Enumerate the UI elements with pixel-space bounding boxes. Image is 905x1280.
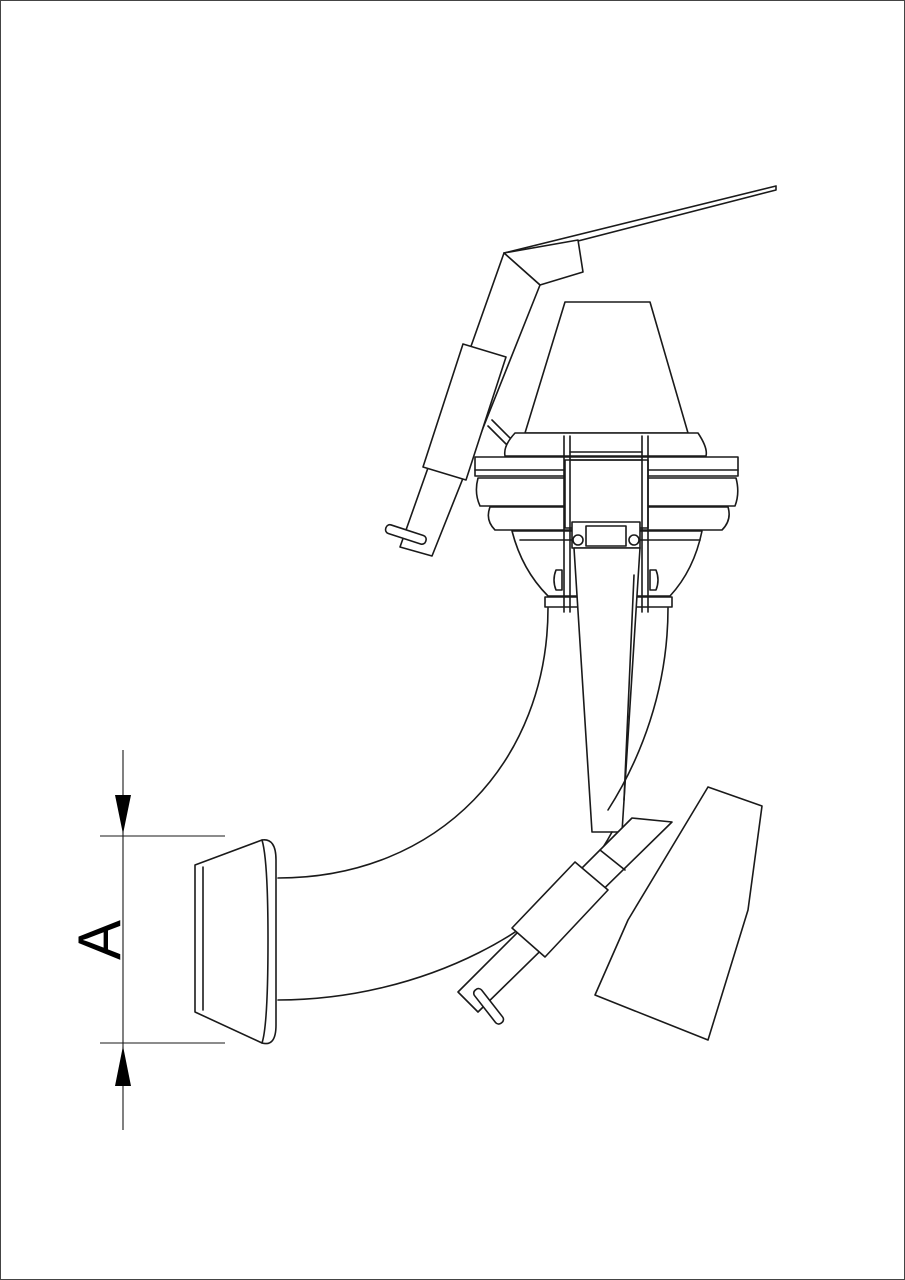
lower-jaw: [594, 786, 763, 1041]
dimension-a: [100, 750, 225, 1130]
end-cap: [194, 839, 277, 1045]
dimension-label: A: [66, 920, 133, 960]
center-clamp: [553, 435, 659, 613]
tapered-arm: [573, 547, 641, 833]
lower-handle: [457, 817, 673, 1025]
upper-cone: [524, 301, 689, 434]
upper-handle: [384, 185, 777, 557]
